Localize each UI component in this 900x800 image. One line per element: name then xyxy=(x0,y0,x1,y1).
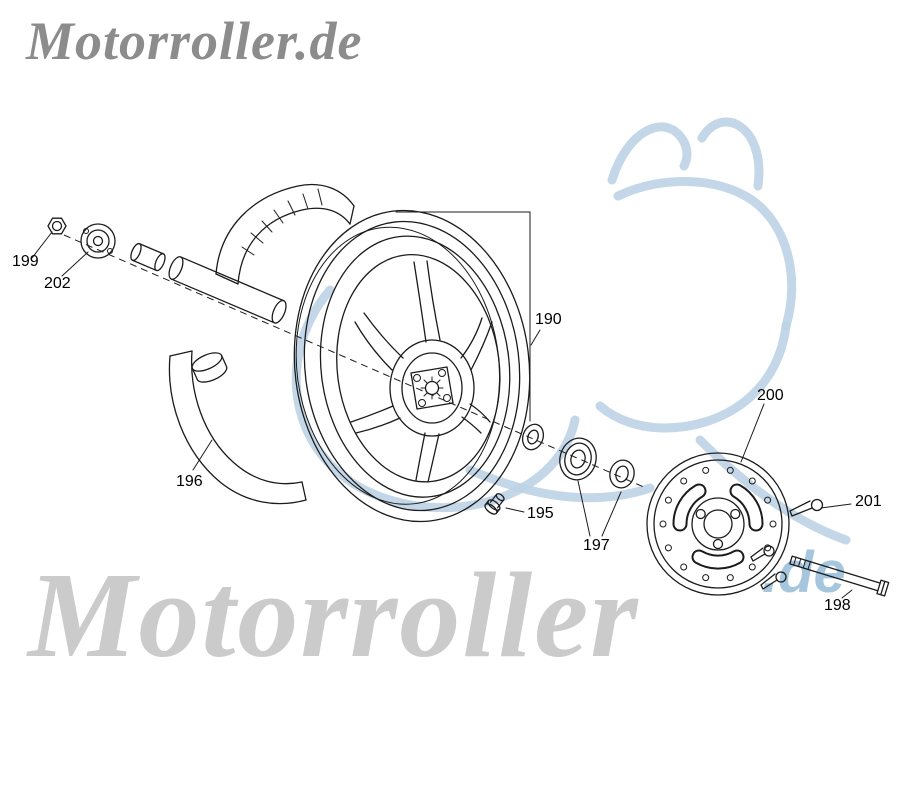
part-label-190: 190 xyxy=(535,311,562,328)
part-label-195: 195 xyxy=(527,505,554,522)
front-axle-bolt xyxy=(789,555,890,597)
part-label-197: 197 xyxy=(583,537,610,554)
disc-drill-holes xyxy=(659,466,777,582)
part-label-202: 202 xyxy=(44,275,71,292)
mount-screws xyxy=(750,545,787,590)
part-label-196: 196 xyxy=(176,473,203,490)
bearing-spacer xyxy=(521,423,545,451)
spacer-bushing xyxy=(130,242,166,272)
part-label-200: 200 xyxy=(757,387,784,404)
part-label-199: 199 xyxy=(12,253,39,270)
fender-mount-boss xyxy=(191,352,228,383)
hub-cap xyxy=(80,223,116,259)
mascot-watermark: .de xyxy=(291,117,851,605)
fender-vent-hatching xyxy=(241,188,323,256)
wheel-callout-bracket xyxy=(395,211,531,422)
front-fender-upper xyxy=(215,183,355,285)
site-logo-text: Motorroller.de xyxy=(26,11,363,71)
seal-bushing xyxy=(609,459,635,489)
axle-nut xyxy=(47,217,67,235)
disc-screw xyxy=(789,498,824,517)
center-axis-line xyxy=(63,234,647,489)
watermark-footer-text: Motorroller xyxy=(28,548,640,683)
part-label-201: 201 xyxy=(855,493,882,510)
watermark-domain-text: .de xyxy=(762,540,846,605)
tire-valve xyxy=(484,493,505,515)
axle-sleeve-tube xyxy=(168,256,287,324)
leader-lines xyxy=(31,231,853,599)
front-wheel xyxy=(293,209,531,523)
oil-seal xyxy=(559,437,597,481)
wheel-hub-plate xyxy=(410,366,454,410)
part-labels: 199 202 190 196 195 197 200 201 198 xyxy=(12,253,882,614)
front-fender-lower xyxy=(168,350,307,505)
brake-disc xyxy=(646,452,790,596)
part-label-198: 198 xyxy=(824,597,851,614)
wheel-spokes xyxy=(350,260,493,483)
